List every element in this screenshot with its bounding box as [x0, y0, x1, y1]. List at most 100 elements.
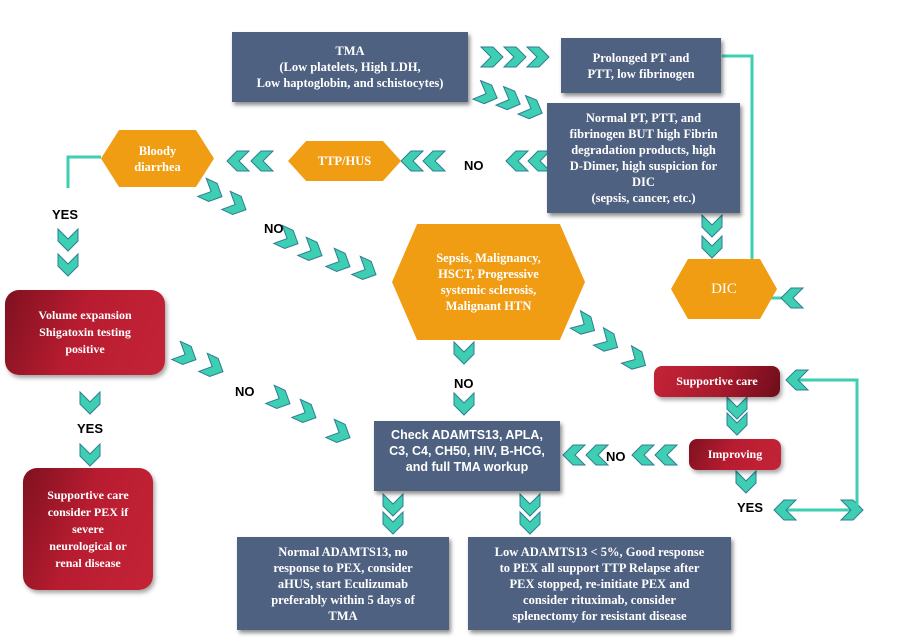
chevron-arrow-icon [631, 444, 656, 466]
text-line: Bloody [138, 143, 177, 158]
text-line: and full TMA workup [405, 460, 529, 474]
chevron-arrow-icon [170, 340, 197, 366]
text-line: splenectomy for resistant disease [512, 608, 687, 623]
chevron-arrow-icon [701, 213, 723, 238]
normal-pt-text: Normal PT, PTT, and fibrinogen BUT high F… [569, 110, 717, 206]
chevron-arrow-icon [324, 247, 351, 273]
text-line: Improving [707, 447, 763, 461]
loop-back-line [798, 378, 859, 510]
chevron-arrow-icon [296, 236, 323, 262]
tma-box: TMA (Low platelets, High LDH, Low haptoglo… [232, 32, 468, 102]
text-line: Prolonged PT and [592, 50, 690, 65]
chevron-arrow-icon [726, 395, 748, 420]
text-line: degradation products, high [571, 143, 716, 157]
chevron-arrow-icon [79, 442, 101, 467]
chevron-arrow-icon [220, 190, 247, 216]
chevron-arrow-icon [197, 352, 224, 378]
chevron-arrow-icon [290, 398, 317, 424]
chevron-arrow-icon [400, 150, 425, 172]
text-line: severe [72, 521, 104, 536]
dic-text: DIC [711, 281, 737, 297]
chevron-arrow-icon [264, 384, 291, 410]
normal-pt-box: Normal PT, PTT, and fibrinogen BUT high F… [547, 103, 740, 213]
chevron-arrow-icon [785, 369, 810, 391]
text-line: Shigatoxin testing [39, 325, 131, 339]
chevron-arrow-icon [226, 150, 251, 172]
chevron-arrow-icon [726, 411, 748, 436]
check-adamts13-box: Check ADAMTS13, APLA, C3, C4, CH50, HIV, … [374, 421, 560, 491]
text-line: PTT, low fibrinogen [587, 66, 695, 81]
chevron-arrow-icon [735, 469, 757, 494]
dic-hexagon: DIC [671, 259, 777, 319]
chevron-arrow-icon [196, 177, 223, 203]
chevron-arrow-icon [780, 287, 805, 309]
chevron-arrow-icon [516, 94, 543, 120]
connector-line [66, 155, 101, 188]
chevron-arrow-icon [585, 444, 610, 466]
edge-label-sepsis-no: NO [454, 376, 474, 391]
chevron-arrow-icon [272, 224, 299, 250]
text-line: C3, C4, CH50, HIV, B-HCG, [389, 444, 545, 458]
chevron-arrow-icon [382, 492, 404, 517]
text-line: PEX stopped, re-initiate PEX and [509, 576, 690, 591]
text-line: TMA [335, 44, 365, 58]
text-line: Check ADAMTS13, APLA, [391, 428, 543, 442]
chevron-arrow-icon [620, 344, 647, 370]
text-line: response to PEX, consider [273, 560, 413, 575]
text-line: Normal PT, PTT, and [585, 111, 702, 125]
ttp-hus-text: TTP/HUS [318, 153, 372, 169]
edge-label-normal-to-ttp: NO [464, 158, 484, 173]
chevron-arrow-icon [79, 390, 101, 415]
chevron-arrow-icon [773, 499, 798, 521]
supportive-care-box: Supportive care [654, 366, 780, 397]
chevron-arrow-icon [250, 150, 275, 172]
supportive-care-text: Supportive care [670, 371, 763, 392]
text-line: aHUS, start Eculizumab [277, 576, 409, 591]
text-line: Malignant HTN [445, 299, 532, 313]
text-line: (Low platelets, High LDH, [279, 60, 421, 74]
text-line: (sepsis, cancer, etc.) [591, 191, 696, 205]
text-line: neurological or [49, 538, 127, 553]
text-line: positive [65, 342, 105, 356]
chevron-arrow-icon [519, 492, 541, 517]
tma-text: TMA (Low platelets, High LDH, Low haptoglo… [257, 43, 444, 91]
text-line: Volume expansion [38, 308, 132, 322]
text-line: Low haptoglobin, and schistocytes) [256, 76, 444, 90]
text-line: D-Dimer, high suspicion for [569, 159, 718, 173]
text-line: renal disease [55, 555, 121, 570]
text-line: HSCT, Progressive [438, 267, 539, 281]
check-adamts13-text: Check ADAMTS13, APLA, C3, C4, CH50, HIV, … [389, 427, 545, 475]
chevron-arrow-icon [569, 309, 596, 335]
chevron-arrow-icon [471, 79, 498, 105]
chevron-arrow-icon [701, 234, 723, 259]
edge-label-improving-no: NO [606, 449, 626, 464]
chevron-arrow-icon [527, 150, 552, 172]
chevron-arrow-icon [57, 227, 79, 252]
chevron-arrow-icon [505, 150, 530, 172]
chevron-arrow-icon [502, 46, 527, 68]
chevron-arrow-icon [654, 444, 679, 466]
text-line: diarrhea [134, 159, 181, 174]
text-line: fibrinogen BUT high Fibrin [569, 127, 718, 141]
text-line: DIC [711, 281, 737, 297]
text-line: Supportive care [676, 374, 758, 388]
text-line: Supportive care [47, 487, 129, 502]
edge-label-volume-yes: YES [77, 421, 104, 436]
chevron-arrow-icon [479, 46, 504, 68]
edge-label-improving-yes: YES [737, 500, 764, 515]
